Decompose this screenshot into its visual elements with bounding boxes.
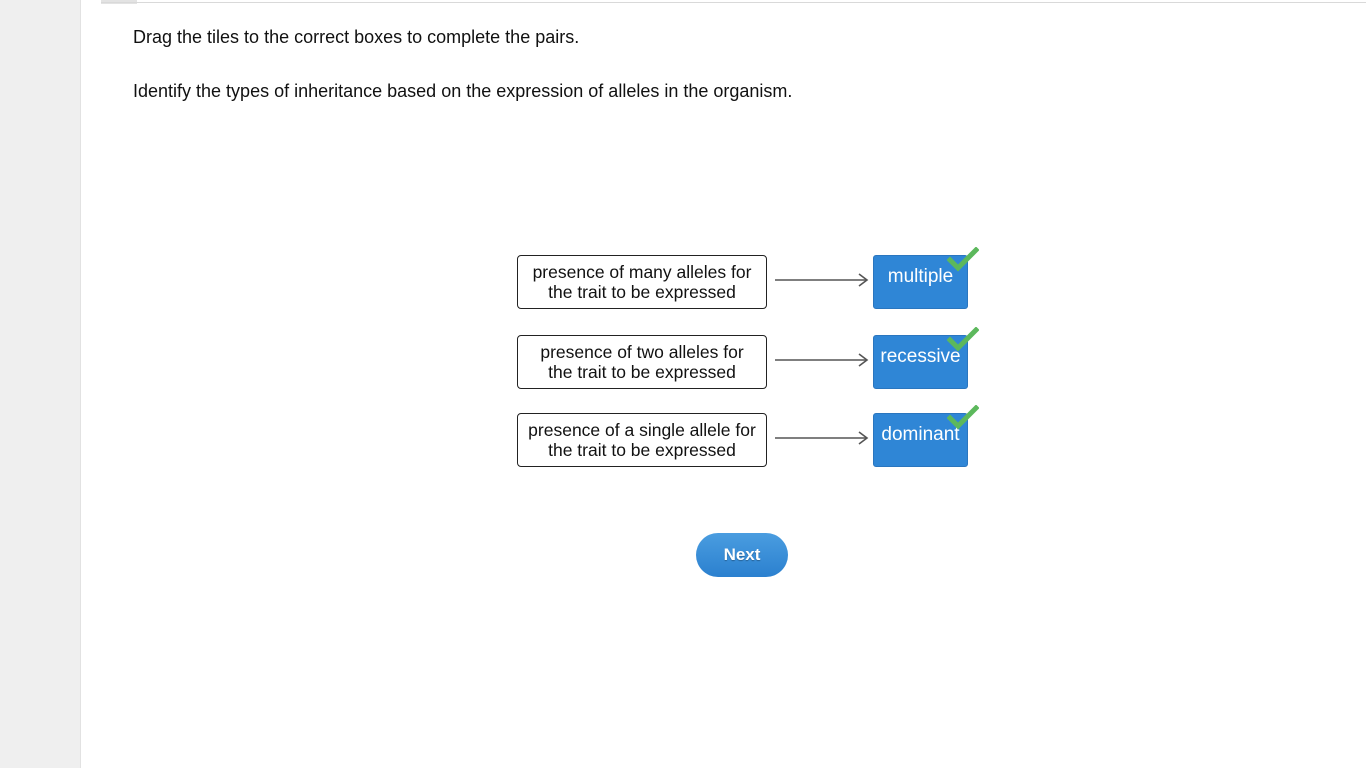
checkmark-icon — [947, 405, 979, 430]
pair-row-2: presence of two alleles for the trait to… — [517, 327, 979, 393]
answer-tile-multiple[interactable]: multiple — [873, 255, 968, 309]
top-divider — [101, 2, 1366, 3]
right-arrow-icon — [775, 431, 869, 445]
checkmark-icon — [947, 327, 979, 352]
question-panel: Drag the tiles to the correct boxes to c… — [81, 0, 1366, 768]
description-line: presence of many alleles for — [532, 262, 752, 282]
description-line: the trait to be expressed — [548, 282, 736, 302]
description-box: presence of a single allele for the trai… — [517, 413, 767, 467]
checkmark-icon — [947, 247, 979, 272]
right-arrow-icon — [775, 353, 869, 367]
right-arrow-icon — [775, 273, 869, 287]
description-line: presence of two alleles for — [540, 342, 744, 362]
next-button[interactable]: Next — [696, 533, 788, 577]
left-rail — [0, 0, 81, 768]
description-line: presence of a single allele for — [528, 420, 756, 440]
pair-row-1: presence of many alleles for the trait t… — [517, 247, 979, 313]
description-box: presence of two alleles for the trait to… — [517, 335, 767, 389]
instruction-drag: Drag the tiles to the correct boxes to c… — [133, 27, 580, 47]
pair-row-3: presence of a single allele for the trai… — [517, 405, 979, 471]
instruction-question: Identify the types of inheritance based … — [133, 81, 793, 101]
description-line: the trait to be expressed — [548, 440, 736, 460]
answer-tile-recessive[interactable]: recessive — [873, 335, 968, 389]
description-box: presence of many alleles for the trait t… — [517, 255, 767, 309]
description-line: the trait to be expressed — [548, 362, 736, 382]
